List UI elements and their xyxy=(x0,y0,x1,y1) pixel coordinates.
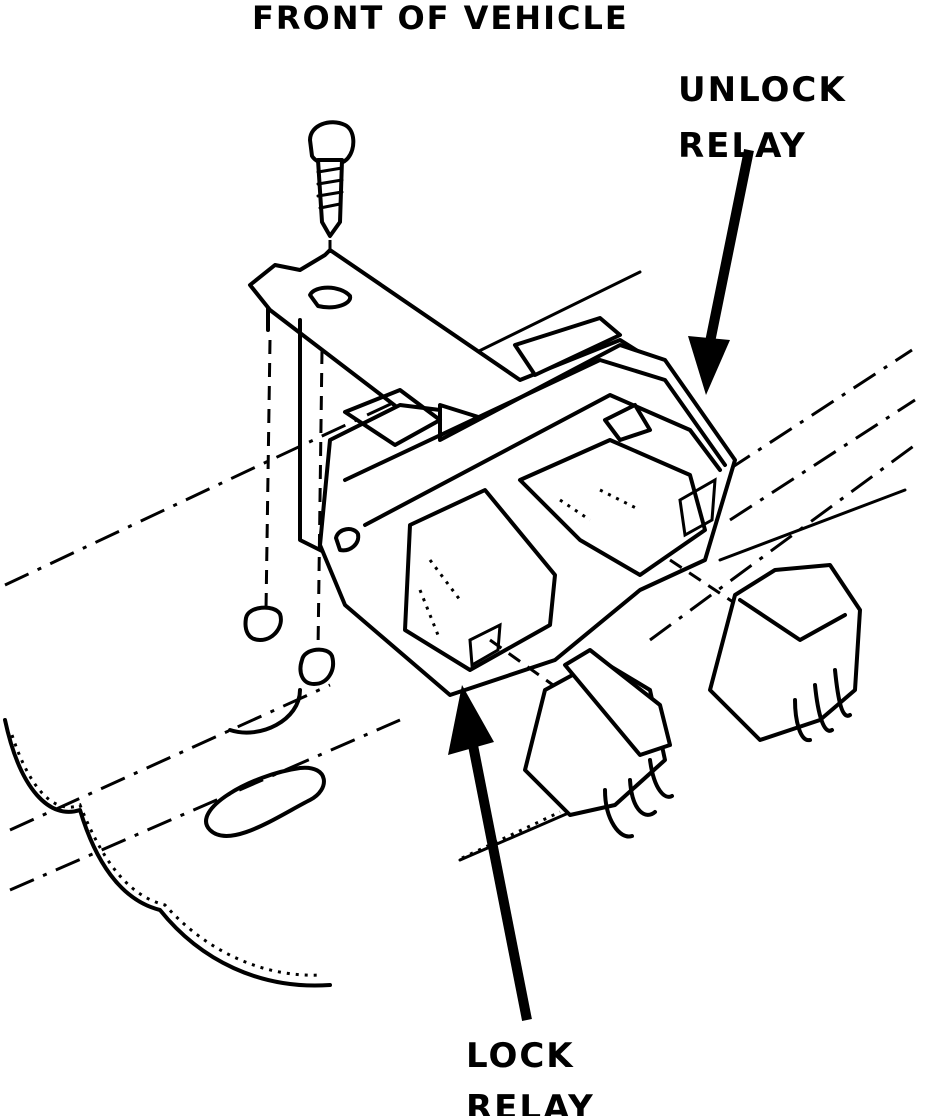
housing-inner-edge xyxy=(363,393,722,527)
lock-connector-top xyxy=(563,648,672,757)
lock-relay-socket xyxy=(403,488,557,672)
panel-centerline-lower-2 xyxy=(9,718,401,892)
lock-connector-wires xyxy=(603,758,674,839)
panel-texture-lower xyxy=(461,810,561,860)
unlock-arrow-head xyxy=(688,336,730,395)
lock-relay-connector xyxy=(523,648,674,839)
nut-right xyxy=(298,647,335,686)
unlock-relay-label-line1: UNLOCK xyxy=(678,70,847,110)
panel-edge-right xyxy=(718,488,907,562)
front-of-vehicle-label: FRONT OF VEHICLE xyxy=(252,0,629,37)
unlock-relay-socket xyxy=(518,438,707,577)
lock-relay-label-line1: LOCK xyxy=(466,1036,575,1076)
nuts xyxy=(243,605,335,686)
unlock-connector-body xyxy=(708,563,862,742)
lock-connector-alignment xyxy=(489,638,561,692)
unlock-socket-terminals xyxy=(678,477,717,538)
nut-left xyxy=(243,605,283,642)
bracket-tab xyxy=(513,316,622,377)
callout-arrows xyxy=(448,149,754,1021)
panel-slot-hole xyxy=(204,765,326,838)
bracket-slot xyxy=(308,285,353,310)
unlock-relay-label: UNLOCK RELAY xyxy=(678,62,847,174)
housing-latch xyxy=(603,403,652,442)
unlock-arrow-shaft xyxy=(703,149,754,353)
nut-alignment-line-right xyxy=(316,349,324,651)
housing-stud xyxy=(334,527,361,553)
mounting-screw xyxy=(308,120,356,300)
lock-socket-terminals xyxy=(468,622,502,668)
panel-torn-edge xyxy=(3,718,332,988)
relay-housing xyxy=(318,343,737,697)
screw-thread xyxy=(316,166,344,210)
unlock-connector-wires xyxy=(793,668,852,742)
unlock-relay-label-line2: RELAY xyxy=(678,126,807,166)
lock-arrow-shaft xyxy=(465,729,532,1021)
panel-torn-edge-texture xyxy=(10,734,323,977)
panel-curve-cutout xyxy=(228,688,302,735)
unlock-connector-top-edge xyxy=(738,598,847,642)
screw-shank xyxy=(316,158,344,238)
panel-centerline-right-3 xyxy=(649,443,916,642)
unlock-relay-connector xyxy=(708,563,862,742)
lock-relay-label: LOCK RELAY xyxy=(466,1030,595,1116)
housing-left-tab xyxy=(343,388,442,447)
panel-centerline-right-2 xyxy=(729,398,916,522)
housing-top-edge xyxy=(343,358,727,482)
lower-panel xyxy=(3,688,332,988)
nut-alignment-line-left xyxy=(264,339,272,611)
lock-arrow-head xyxy=(448,685,494,755)
panel-centerline-right-1 xyxy=(727,348,913,472)
lock-relay-label-line2: RELAY xyxy=(466,1088,595,1116)
